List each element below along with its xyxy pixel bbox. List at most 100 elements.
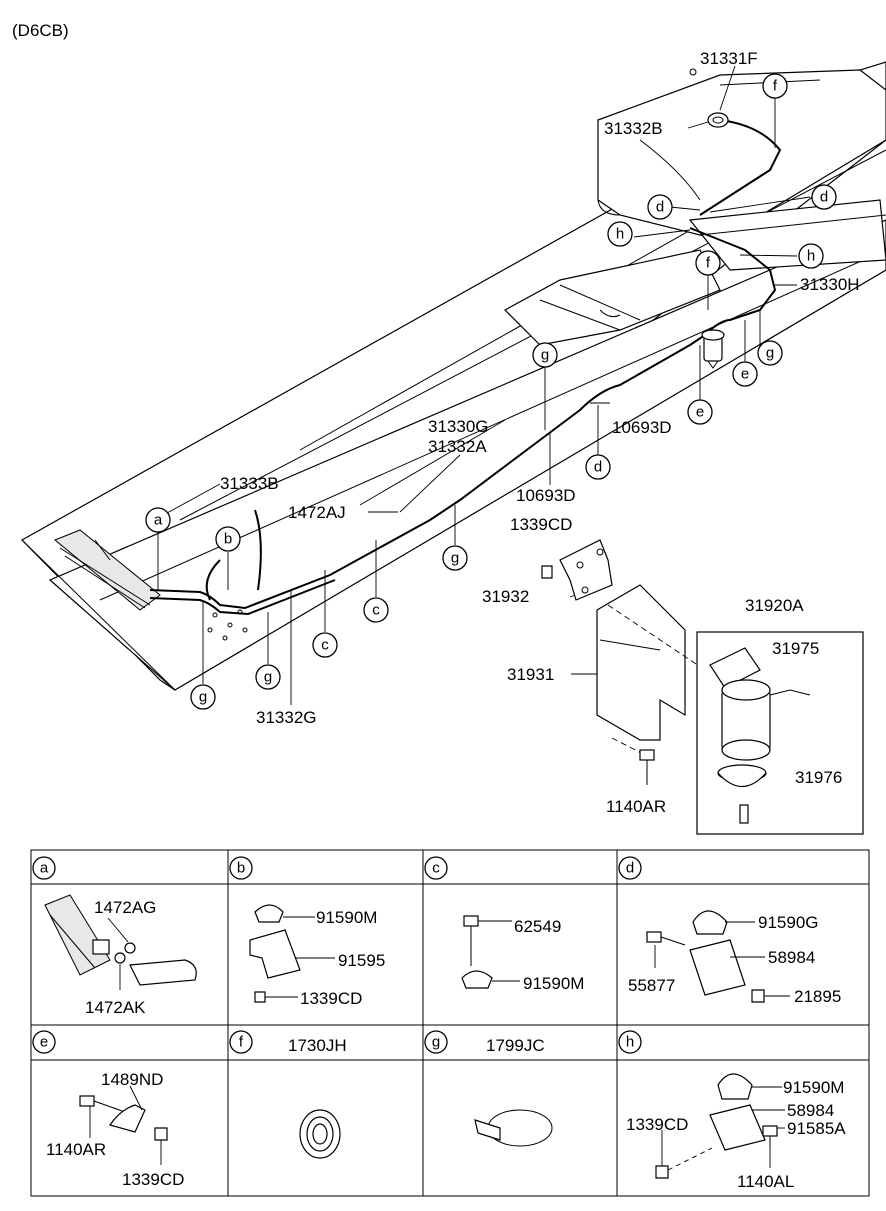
part-label: 21895	[794, 987, 841, 1006]
label-31932: 31932	[482, 587, 529, 606]
label-1140AR: 1140AR	[606, 797, 666, 816]
part-label: 1472AK	[85, 998, 146, 1017]
cell-title: 1799JC	[486, 1036, 545, 1055]
svg-text:f: f	[706, 255, 711, 272]
svg-text:f: f	[239, 1034, 244, 1051]
callout-e: e	[732, 361, 758, 387]
svg-text:a: a	[154, 512, 163, 529]
fuel-filter-small	[701, 329, 725, 369]
svg-text:d: d	[626, 860, 634, 877]
callout-c: c	[312, 632, 338, 658]
callout-d: d	[647, 194, 673, 220]
detail-cell-a: a 1472AG 1472AK	[32, 856, 197, 1017]
part-label: 62549	[514, 917, 561, 936]
detail-cell-b: b 91590M 91595 1339CD	[229, 856, 385, 1008]
svg-text:c: c	[372, 602, 380, 619]
callout-f: f	[695, 250, 721, 276]
svg-text:h: h	[807, 248, 815, 265]
diagram-code: (D6CB)	[12, 21, 69, 40]
svg-text:b: b	[237, 860, 245, 877]
svg-text:f: f	[773, 78, 778, 95]
svg-text:e: e	[696, 404, 704, 421]
svg-text:d: d	[594, 459, 602, 476]
label-10693D-b: 10693D	[516, 486, 576, 505]
svg-text:c: c	[321, 637, 329, 654]
svg-text:c: c	[432, 860, 440, 877]
detail-cell-f: f 1730JH	[229, 1030, 347, 1159]
detail-cell-d: d 91590G 58984 55877 21895	[618, 856, 841, 1006]
part-label: 91590M	[783, 1078, 844, 1097]
detail-cell-e: e 1489ND 1140AR 1339CD	[32, 1030, 184, 1189]
label-1472AJ: 1472AJ	[288, 503, 346, 522]
callout-h: h	[798, 243, 824, 269]
callout-a: a	[145, 507, 171, 533]
callout-d: d	[585, 454, 611, 480]
part-label: 1140AL	[737, 1172, 794, 1191]
label-31330H: 31330H	[800, 275, 860, 294]
part-label: 91585A	[787, 1119, 846, 1138]
svg-text:g: g	[432, 1034, 440, 1051]
detail-cell-g: g 1799JC	[424, 1030, 553, 1147]
svg-text:g: g	[199, 689, 207, 706]
detail-cell-c: c 62549 91590M	[424, 856, 584, 993]
part-label: 1339CD	[626, 1115, 688, 1134]
callout-b: b	[215, 526, 241, 552]
svg-text:b: b	[224, 531, 232, 548]
bracket-assembly	[541, 539, 721, 785]
part-label: 1339CD	[122, 1170, 184, 1189]
svg-text:g: g	[766, 345, 774, 362]
part-label: 91590M	[523, 974, 584, 993]
callout-c: c	[363, 597, 389, 623]
svg-text:g: g	[451, 550, 459, 567]
svg-text:h: h	[626, 1034, 634, 1051]
callout-g: g	[442, 545, 468, 571]
callout-g: g	[757, 340, 783, 366]
label-31332B: 31332B	[604, 119, 663, 138]
connector-31332B	[707, 112, 729, 128]
svg-text:h: h	[616, 226, 624, 243]
svg-text:g: g	[541, 347, 549, 364]
part-label: 1489ND	[101, 1070, 163, 1089]
label-31331F: 31331F	[700, 49, 758, 68]
label-10693D-a: 10693D	[612, 418, 672, 437]
label-31333B: 31333B	[220, 474, 279, 493]
part-label: 1339CD	[300, 989, 362, 1008]
callout-g: g	[255, 664, 281, 690]
label-31332A: 31332A	[428, 437, 487, 456]
main-labels: 31331F 31332B 31330H 31330G 31332A 10693…	[220, 49, 860, 816]
cell-title: 1730JH	[288, 1036, 347, 1055]
svg-text:e: e	[741, 366, 749, 383]
svg-text:d: d	[820, 189, 828, 206]
filter-box	[696, 631, 864, 835]
part-label: 58984	[787, 1101, 834, 1120]
part-label: 91595	[338, 951, 385, 970]
label-31976: 31976	[795, 768, 842, 787]
part-label: 91590G	[758, 913, 819, 932]
detail-table	[30, 849, 870, 1197]
svg-text:a: a	[40, 860, 49, 877]
callout-g: g	[190, 684, 216, 710]
part-label: 1472AG	[94, 898, 156, 917]
label-31920A: 31920A	[745, 596, 804, 615]
callout-e: e	[687, 399, 713, 425]
callout-f: f	[762, 73, 788, 99]
leader-lines	[157, 65, 811, 777]
part-label: 1140AR	[46, 1140, 106, 1159]
svg-text:g: g	[264, 669, 272, 686]
label-1339CD: 1339CD	[510, 515, 572, 534]
callouts: f d d h h f g e g e d a b g c c g g	[145, 73, 837, 710]
label-31330G: 31330G	[428, 417, 489, 436]
label-31931: 31931	[507, 665, 554, 684]
detail-cell-h: h 91590M 58984 91585A 1339CD 1140AL	[618, 1030, 846, 1191]
callout-h: h	[607, 221, 633, 247]
part-label: 58984	[768, 948, 815, 967]
label-31332G: 31332G	[256, 708, 317, 727]
label-31975: 31975	[772, 639, 819, 658]
callout-g: g	[532, 342, 558, 368]
svg-text:d: d	[656, 199, 664, 216]
svg-text:e: e	[40, 1034, 48, 1051]
callout-d: d	[811, 184, 837, 210]
fuel-lines	[149, 119, 782, 616]
part-label: 91590M	[316, 908, 377, 927]
